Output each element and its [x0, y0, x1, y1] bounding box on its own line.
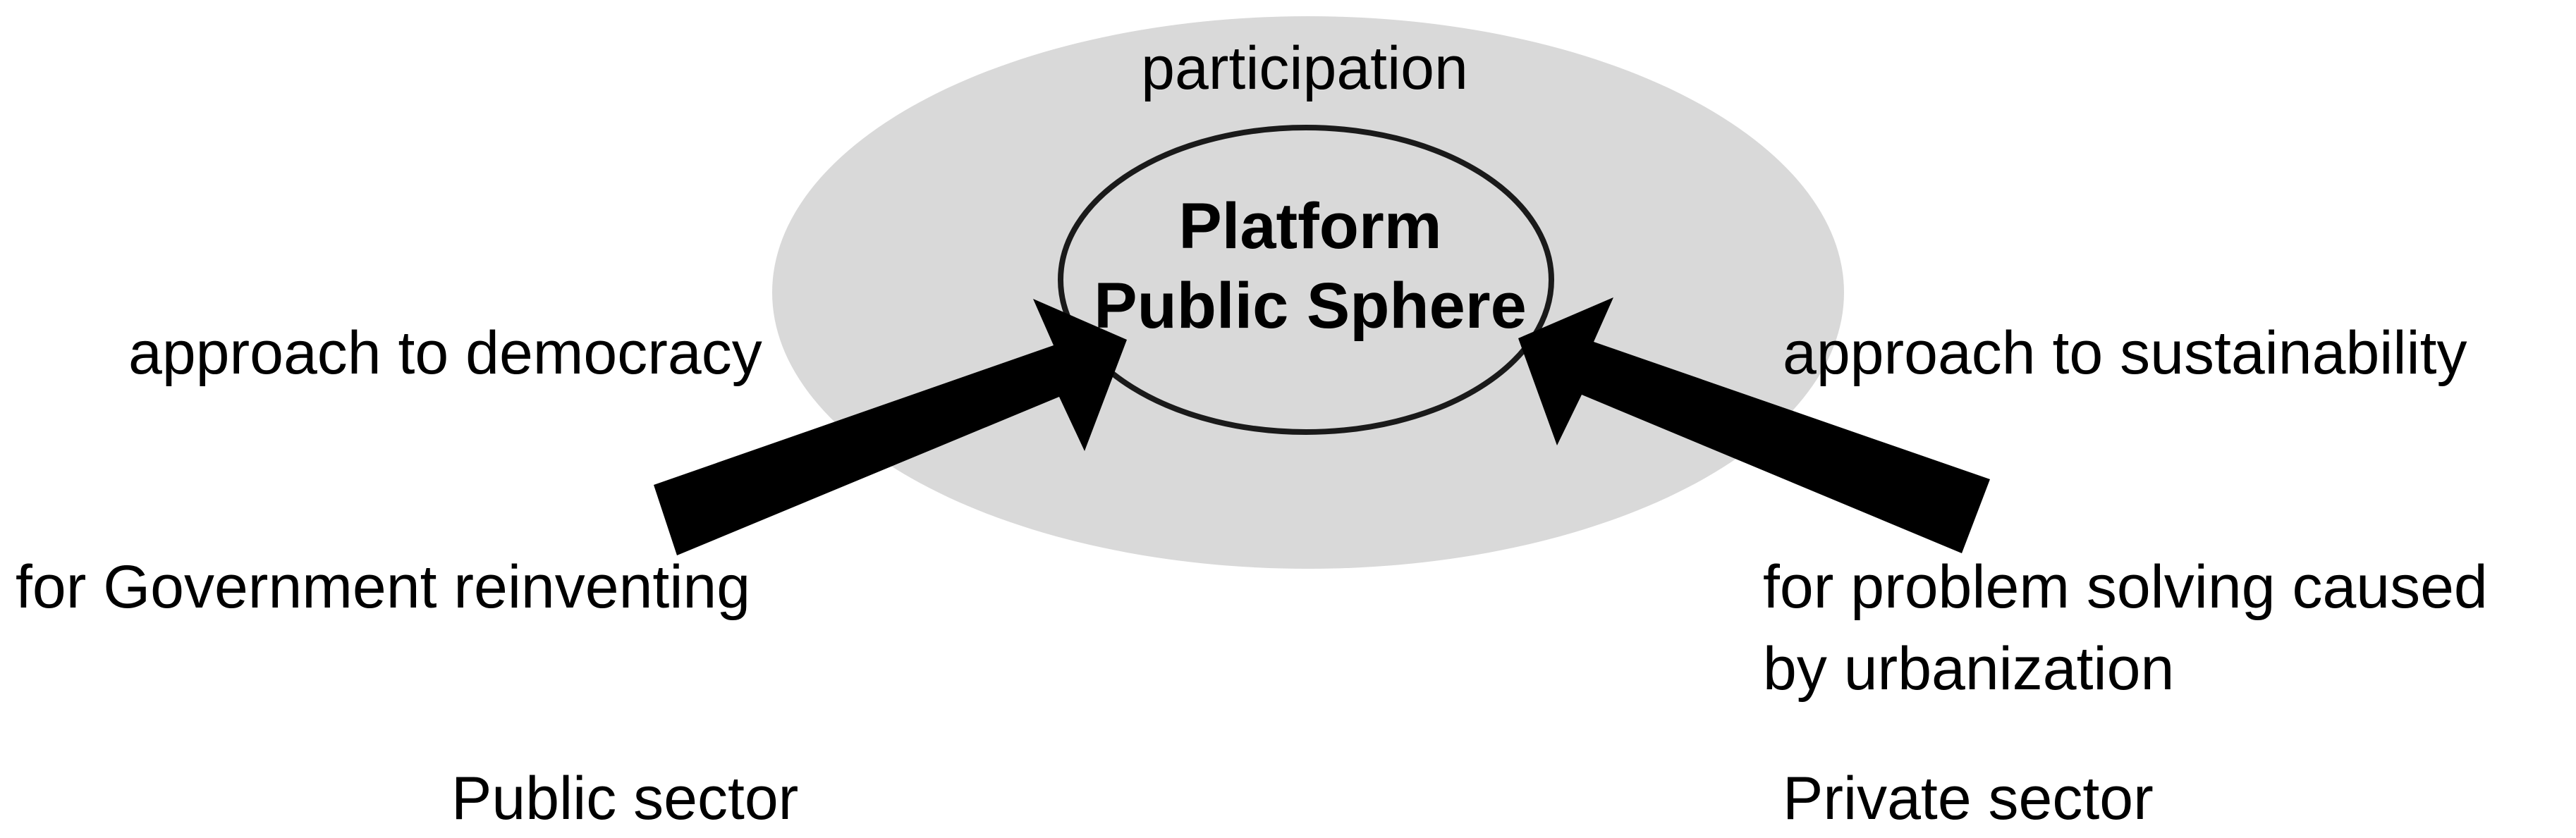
urbanization-problem-label-line2: by urbanization — [1763, 635, 2174, 703]
center-title-line1: Platform — [1178, 190, 1441, 262]
government-reinventing-label: for Government reinventing — [16, 553, 750, 621]
participation-label: participation — [1141, 35, 1468, 102]
private-sector-arrow — [1518, 297, 1990, 553]
center-title-line2: Public Sphere — [1094, 270, 1527, 342]
public-sector-label: Public sector — [451, 765, 798, 832]
approach-to-sustainability-label: approach to sustainability — [1783, 319, 2467, 387]
urbanization-problem-label-line1: for problem solving caused — [1763, 553, 2488, 621]
participation-outer-ellipse — [772, 16, 1844, 569]
approach-to-democracy-label: approach to democracy — [128, 319, 762, 387]
private-sector-label: Private sector — [1783, 765, 2154, 832]
platform-inner-ellipse — [1058, 125, 1554, 435]
public-sector-arrow — [654, 299, 1127, 555]
